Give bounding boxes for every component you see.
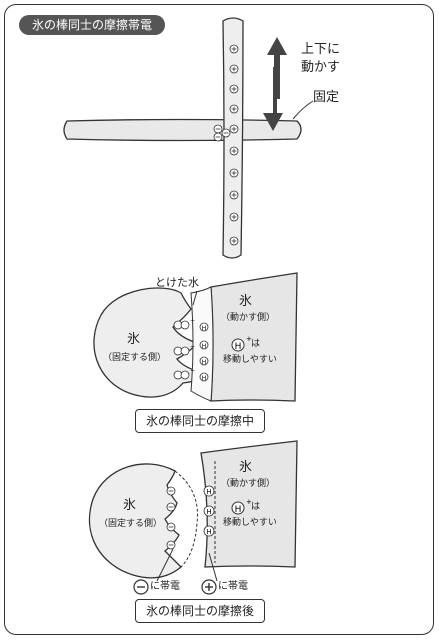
melted-water-pointer [192, 290, 198, 306]
move-label-line2: 動かす [301, 60, 341, 75]
diagram-canvas: − − − H H H H H + H H H H + [63, 17, 314, 595]
horizontal-rod-charges [213, 124, 231, 142]
oh-ion: − [173, 317, 195, 330]
vertical-rod-plus-charge [229, 84, 239, 94]
negative-charge-group [166, 486, 176, 550]
oh-ion: − [173, 367, 195, 380]
proton-note-line1: は [251, 339, 261, 349]
fixed-ice-blob [93, 287, 206, 398]
ice-left-label-after: 氷 [123, 498, 137, 513]
legend-proton-superscript: + [246, 335, 252, 343]
fixed-ice-disc [88, 463, 182, 579]
oh-ion: − [173, 343, 195, 356]
proton: H [199, 356, 209, 366]
proton-note-line2: 移動しやすい [223, 355, 277, 365]
vertical-ice-rod [222, 17, 244, 259]
vertical-rod-plus-charge [229, 212, 239, 222]
proton-after: H [203, 525, 215, 537]
proton: H [199, 322, 209, 332]
vertical-rod-plus-charge [229, 190, 239, 200]
caption-during-friction: 氷の棒同士の摩擦中 [135, 409, 265, 433]
melted-water-label: とけた水 [155, 276, 199, 289]
negative-charge [166, 502, 176, 512]
vertical-rod-plus-charge [229, 104, 239, 114]
negative-label: に帯電 [150, 581, 180, 592]
ice-left-label: 氷 [127, 332, 141, 347]
proton-note-line1-after: は [251, 502, 261, 512]
legend-proton-symbol: H [235, 342, 242, 352]
ice-right-sub-after: （動かす側） [221, 479, 276, 489]
positive-label: に帯電 [218, 581, 248, 592]
move-label-line1: 上下に [301, 42, 341, 57]
proton-note-line2-after: 移動しやすい [223, 518, 277, 528]
proton-after-label: H [206, 508, 211, 516]
horizontal-rod-minus-charge [213, 132, 223, 142]
horizontal-ice-rod [63, 118, 302, 142]
ice-right-label: 氷 [239, 294, 253, 309]
horizontal-rod-minus-charge [213, 124, 223, 134]
proton-label: H [202, 375, 207, 382]
moving-ice-block [210, 272, 298, 402]
ice-left-sub: （固定する側） [103, 353, 167, 363]
oh-ion-charge: − [190, 317, 195, 324]
positive-pointer [208, 552, 218, 582]
proton-after: H [203, 505, 215, 517]
ice-left-sub-after: （固定する側） [99, 519, 163, 529]
vertical-rod-plus-charge [229, 146, 239, 156]
legend-proton-circle [231, 338, 245, 352]
negative-pointer [156, 548, 174, 582]
legend-proton-circle-after [231, 501, 245, 515]
proton-label: H [202, 359, 207, 366]
figure-title: 氷の棒同士の摩擦帯電 [19, 15, 165, 35]
ice-right-sub: （動かす側） [221, 313, 276, 323]
proton-after-label: H [206, 528, 211, 536]
proton-label: H [202, 343, 207, 350]
vertical-rod-plus-charge [229, 64, 239, 74]
caption-after-friction: 氷の棒同士の摩擦後 [135, 599, 265, 623]
fixed-label: 固定 [313, 90, 340, 105]
fixed-pointer-line [292, 100, 314, 120]
negative-charge [166, 486, 176, 496]
horizontal-rod-minus-charge [221, 128, 231, 138]
proton-group: H H H H [199, 322, 209, 382]
proton-after-label: H [206, 488, 211, 496]
proton: H [199, 372, 209, 382]
vertical-rod-plus-charge [229, 124, 239, 134]
vertical-rod-plus-charge [229, 168, 239, 178]
negative-charge [166, 522, 176, 532]
proton-label: H [202, 325, 207, 332]
proton-after: H [203, 485, 215, 497]
legend-proton-superscript-after: + [246, 498, 252, 506]
up-down-arrow [263, 37, 287, 131]
figure-frame: 氷の棒同士の摩擦帯電 − − − H H H H H + [4, 4, 434, 635]
oh-ion-group: − − − [173, 317, 195, 380]
legend-proton-symbol-after: H [235, 505, 242, 515]
negative-charge [166, 540, 176, 550]
ice-right-label-after: 氷 [239, 460, 253, 475]
vertical-rod-plus-charge [229, 44, 239, 54]
oh-ion-charge: − [190, 343, 195, 350]
positive-charge-group: H H H [203, 485, 215, 537]
vertical-rod-plus-charge [229, 236, 239, 246]
proton: H [199, 340, 209, 350]
vertical-rod-charges [229, 44, 239, 246]
oh-ion-charge: − [190, 367, 195, 374]
fixed-ice-disc-edge [174, 470, 199, 568]
